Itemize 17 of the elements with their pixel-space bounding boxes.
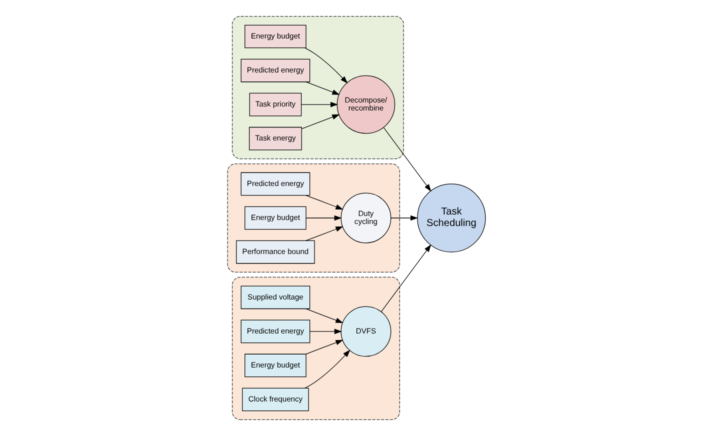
- cluster: [227, 163, 400, 273]
- arrow: [306, 308, 344, 324]
- cluster: [232, 276, 400, 420]
- arrow: [306, 215, 342, 221]
- arrow: [306, 226, 344, 241]
- arrow: [304, 350, 350, 388]
- arrow: [304, 48, 348, 84]
- arrow: [306, 340, 344, 354]
- arrow: [380, 244, 432, 312]
- arrow: [383, 127, 432, 192]
- arrow: [390, 215, 418, 221]
- arrow: [301, 102, 338, 108]
- arrow: [306, 82, 340, 95]
- arrow: [306, 195, 344, 210]
- cluster: [232, 16, 404, 160]
- arrow: [310, 328, 342, 334]
- arrow: [301, 114, 340, 130]
